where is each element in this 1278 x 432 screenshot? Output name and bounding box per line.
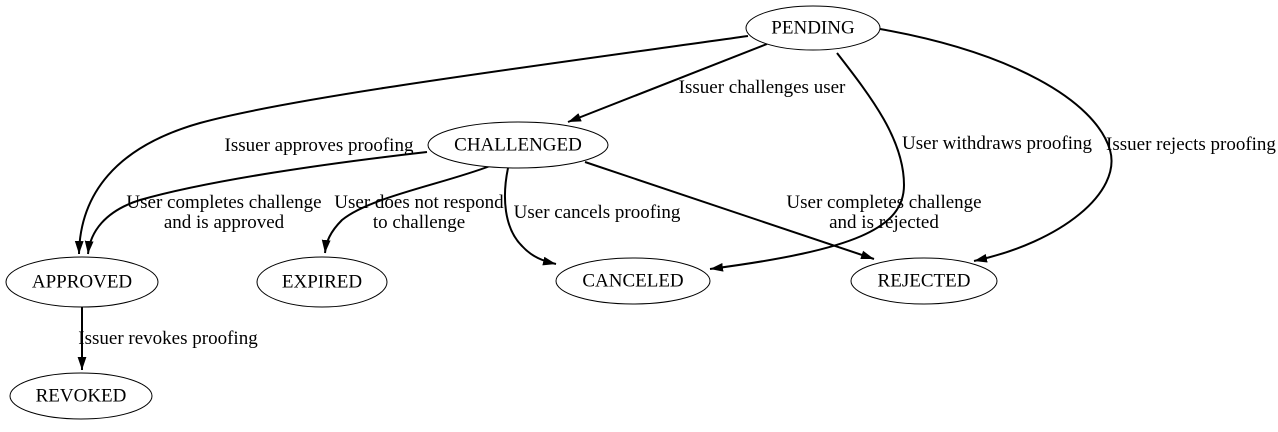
edge-label-line: Issuer revokes proofing xyxy=(78,328,258,349)
edge-label-line: Issuer approves proofing xyxy=(225,135,414,156)
node-rejected: REJECTED xyxy=(850,257,998,305)
edge-label-pending-approved: Issuer approves proofing xyxy=(225,135,414,156)
edge-label-line: and is approved xyxy=(164,212,285,233)
edge-label-line: User completes challenge xyxy=(126,192,321,213)
edge-label-line: to challenge xyxy=(373,212,465,233)
node-approved: APPROVED xyxy=(5,256,159,308)
edge-label-challenged-canceled: User cancels proofing xyxy=(514,202,681,223)
node-challenged: CHALLENGED xyxy=(427,121,609,169)
node-expired: EXPIRED xyxy=(256,256,388,308)
edge-label-pending-challenged: Issuer challenges user xyxy=(679,77,846,98)
edge-label-line: Issuer rejects proofing xyxy=(1106,134,1276,155)
edge-label-line: User completes challenge xyxy=(786,192,981,213)
edge-pending-approved xyxy=(74,35,749,255)
edge-label-line: and is rejected xyxy=(829,212,939,233)
node-label-revoked: REVOKED xyxy=(36,386,127,407)
node-ellipse-rejected xyxy=(850,257,998,305)
node-label-challenged: CHALLENGED xyxy=(454,135,582,156)
edge-label-pending-rejected: Issuer rejects proofing xyxy=(1106,134,1276,155)
edge-challenged-rejected xyxy=(584,161,875,260)
edge-pending-rejected xyxy=(879,28,1113,263)
node-ellipse-challenged xyxy=(427,121,609,169)
edge-challenged-approved xyxy=(84,151,428,255)
edge-pending-canceled xyxy=(709,52,906,272)
edge-pending-challenged xyxy=(567,43,768,123)
node-label-expired: EXPIRED xyxy=(282,272,362,293)
edge-label-line: User cancels proofing xyxy=(514,202,681,223)
edge-label-line: Issuer challenges user xyxy=(679,77,846,98)
node-label-rejected: REJECTED xyxy=(878,271,971,292)
edge-label-line: User withdraws proofing xyxy=(902,133,1092,154)
edge-label-line: User does not respond xyxy=(334,192,504,213)
node-revoked: REVOKED xyxy=(9,372,153,420)
node-label-pending: PENDING xyxy=(771,18,855,39)
node-label-approved: APPROVED xyxy=(32,272,132,293)
edge-challenged-expired xyxy=(321,165,491,254)
node-label-canceled: CANCELED xyxy=(582,271,683,292)
node-ellipse-approved xyxy=(5,256,159,308)
node-ellipse-expired xyxy=(256,256,388,308)
node-ellipse-canceled xyxy=(555,257,711,305)
edge-challenged-canceled xyxy=(503,167,557,266)
edge-label-approved-revoked: Issuer revokes proofing xyxy=(78,328,258,349)
node-canceled: CANCELED xyxy=(555,257,711,305)
node-ellipse-pending xyxy=(745,5,881,51)
edge-label-pending-canceled: User withdraws proofing xyxy=(902,133,1092,154)
node-ellipse-revoked xyxy=(9,372,153,420)
node-pending: PENDING xyxy=(745,5,881,51)
